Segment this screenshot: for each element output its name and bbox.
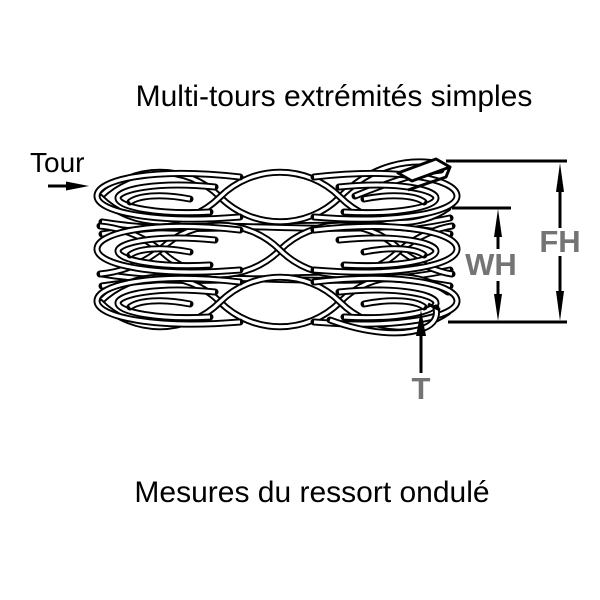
tour-arrow (48, 181, 89, 191)
wh-dimension (452, 206, 511, 321)
t-arrow (416, 310, 426, 373)
spring-top-end (396, 157, 452, 192)
spring-end-loops (93, 170, 461, 328)
diagram-title: Multi-tours extrémités simples (135, 80, 533, 113)
fh-dimension (446, 159, 567, 324)
free-height-label: FH (539, 224, 581, 259)
tour-label: Tour (30, 147, 85, 178)
wave-height-label: WH (465, 247, 517, 282)
thickness-label: T (411, 371, 431, 406)
diagram-caption: Mesures du ressort ondulé (134, 476, 490, 509)
